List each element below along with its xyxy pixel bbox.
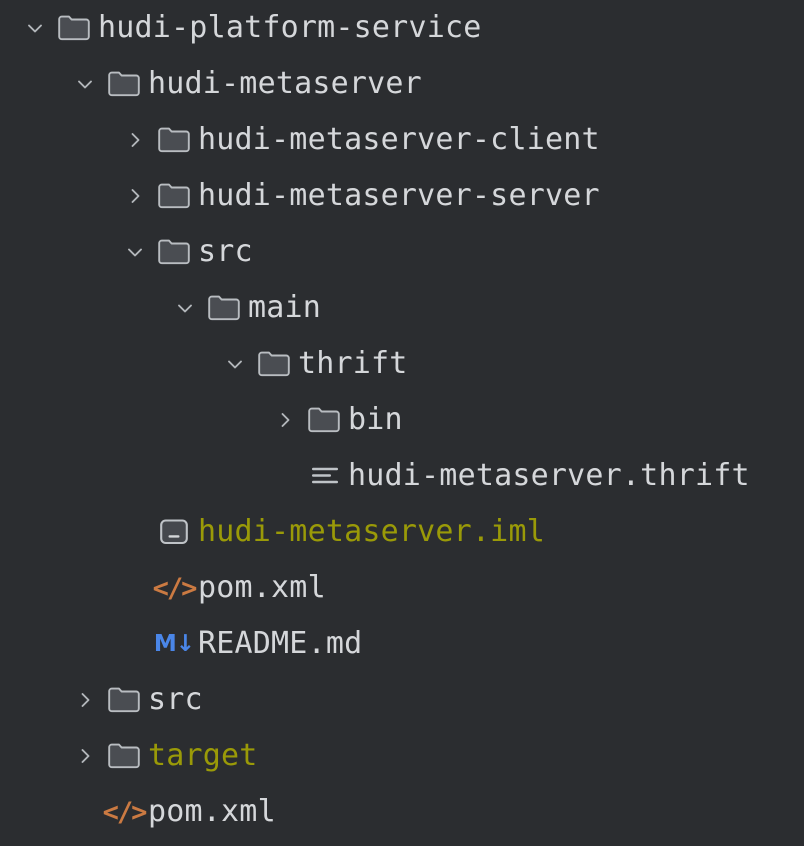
chevron-down-icon[interactable] (168, 291, 202, 325)
tree-row-label: hudi-metaserver.thrift (348, 458, 750, 493)
tree-row-readme-md[interactable]: M↓README.md (0, 616, 804, 672)
chevron-right-icon[interactable] (68, 739, 102, 773)
twisty-spacer (118, 627, 152, 661)
folder-icon (102, 67, 146, 101)
tree-row-label: bin (348, 402, 403, 437)
folder-icon (152, 235, 196, 269)
chevron-down-icon[interactable] (118, 235, 152, 269)
tree-row-label: main (248, 290, 322, 325)
tree-row-label: hudi-metaserver-server (198, 178, 600, 213)
xml-code-icon: </> (102, 796, 148, 828)
tree-row-target[interactable]: target (0, 728, 804, 784)
tree-row-label: pom.xml (148, 794, 276, 829)
tree-row-src-platform[interactable]: src (0, 672, 804, 728)
twisty-spacer (118, 571, 152, 605)
tree-row-label: hudi-platform-service (98, 10, 482, 45)
tree-row-label: hudi-metaserver (148, 66, 422, 101)
tree-row-label: README.md (198, 626, 363, 661)
tree-row-label: src (148, 682, 203, 717)
tree-row-hudi-metaserver-thrift[interactable]: hudi-metaserver.thrift (0, 448, 804, 504)
chevron-right-icon[interactable] (118, 123, 152, 157)
tree-row-main[interactable]: main (0, 280, 804, 336)
tree-row-pom-xml-metaserver[interactable]: </>pom.xml (0, 560, 804, 616)
tree-row-label: hudi-metaserver-client (198, 122, 600, 157)
tree-row-hudi-metaserver[interactable]: hudi-metaserver (0, 56, 804, 112)
xml-code-icon: </> (152, 572, 198, 604)
tree-row-pom-xml-platform[interactable]: </>pom.xml (0, 784, 804, 840)
folder-icon (302, 403, 346, 437)
folder-icon (152, 123, 196, 157)
tree-row-bin[interactable]: bin (0, 392, 804, 448)
tree-row-thrift[interactable]: thrift (0, 336, 804, 392)
twisty-spacer (118, 515, 152, 549)
chevron-down-icon[interactable] (218, 347, 252, 381)
chevron-down-icon[interactable] (18, 11, 52, 45)
chevron-right-icon[interactable] (268, 403, 302, 437)
chevron-down-icon[interactable] (68, 67, 102, 101)
folder-icon (102, 739, 146, 773)
tree-row-label: thrift (298, 346, 408, 381)
text-lines-icon (302, 459, 346, 493)
tree-row-hudi-metaserver-server[interactable]: hudi-metaserver-server (0, 168, 804, 224)
folder-icon (102, 683, 146, 717)
chevron-right-icon[interactable] (68, 683, 102, 717)
folder-icon (202, 291, 246, 325)
tree-row-label: target (148, 738, 258, 773)
tree-row-label: pom.xml (198, 570, 326, 605)
folder-icon (52, 11, 96, 45)
tree-row-hudi-metaserver-client[interactable]: hudi-metaserver-client (0, 112, 804, 168)
tree-row-label: src (198, 234, 253, 269)
module-iml-icon (152, 515, 196, 549)
twisty-spacer (68, 795, 102, 829)
twisty-spacer (268, 459, 302, 493)
tree-row-src-metaserver[interactable]: src (0, 224, 804, 280)
tree-row-hudi-platform-service[interactable]: hudi-platform-service (0, 0, 804, 56)
folder-icon (252, 347, 296, 381)
folder-icon (152, 179, 196, 213)
markdown-icon: M↓ (153, 630, 195, 657)
tree-row-hudi-metaserver-iml[interactable]: hudi-metaserver.iml (0, 504, 804, 560)
chevron-right-icon[interactable] (118, 179, 152, 213)
tree-row-label: hudi-metaserver.iml (198, 514, 545, 549)
